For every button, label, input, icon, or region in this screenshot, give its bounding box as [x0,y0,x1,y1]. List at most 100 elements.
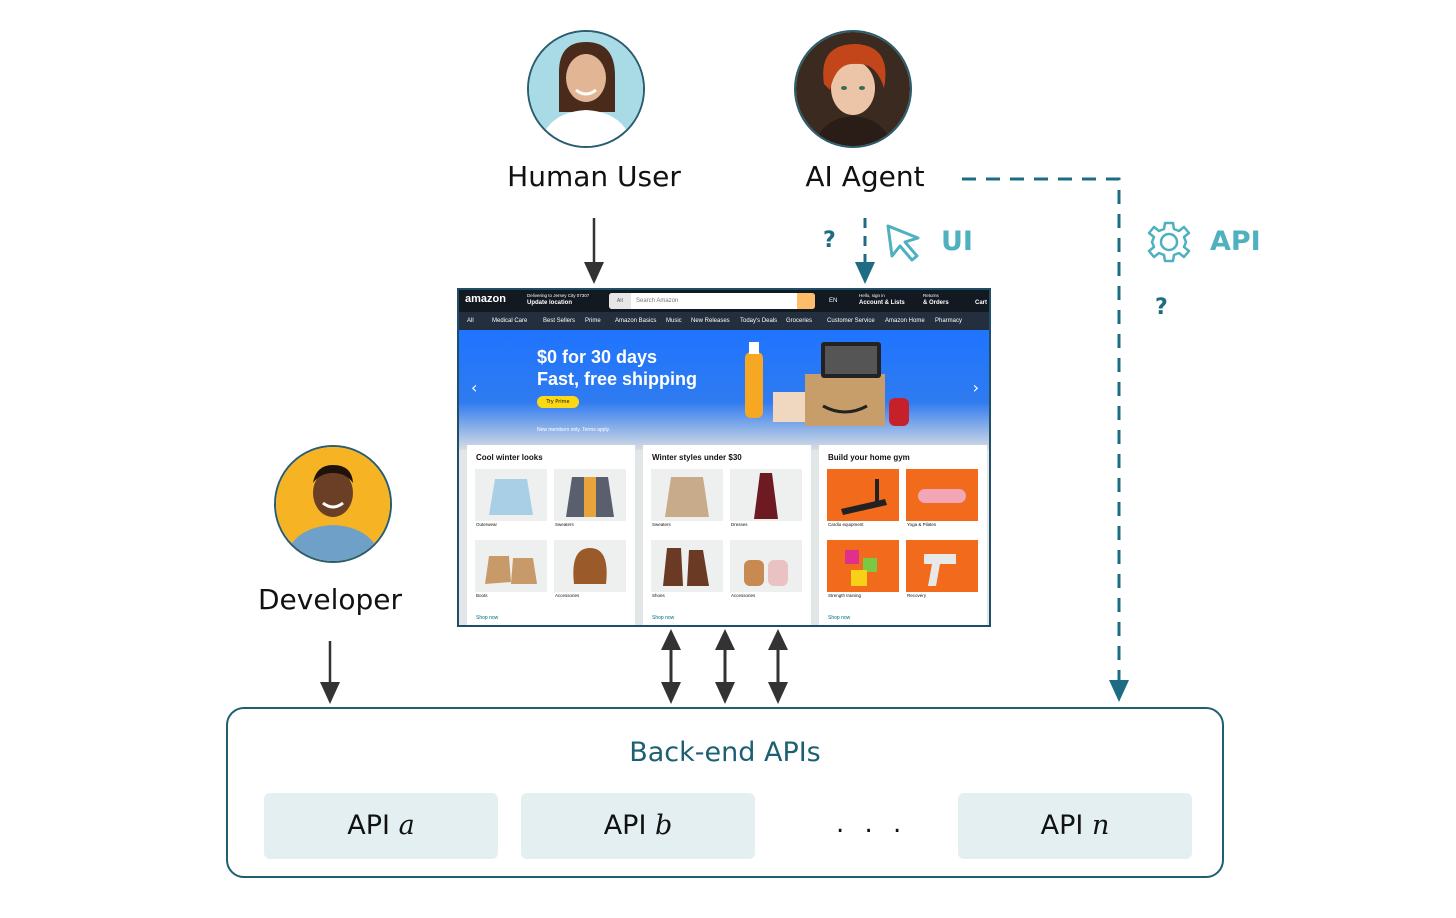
api-letter: a [398,810,415,841]
agent-to-ui-dashed-arrow [855,218,875,284]
hero-products-illustration [745,342,909,426]
deliver-line1: Delivering to Jersey City 07307 [527,293,590,298]
tile-label[interactable]: Shoes [652,593,665,598]
amazon-logo: amazon [465,293,506,305]
prime-hero-banner[interactable]: ‹ › $0 for 30 days Fast, free shipping T… [459,330,989,450]
tile-label[interactable]: Recovery [907,593,927,598]
tile-boots-image[interactable] [475,540,547,592]
nav-item[interactable]: Customer Service [827,318,875,324]
search-placeholder[interactable]: Search Amazon [636,298,679,304]
account-line1[interactable]: Hello, sign in [859,293,885,298]
tile-label[interactable]: Strength training [828,593,862,598]
api-ellipsis: . . . [836,809,908,839]
ai-agent-avatar [794,30,912,148]
tile-label[interactable]: Accessories [731,593,756,598]
tile-yoga-image[interactable] [906,469,978,521]
api-question-mark: ? [1155,295,1168,320]
tile-label[interactable]: Sweaters [555,522,574,527]
nav-item[interactable]: Best Sellers [543,318,576,324]
ui-question-mark: ? [823,228,836,253]
api-b-box: API b [521,793,755,859]
shop-now-link[interactable]: Shop now [476,615,499,621]
ui-backend-bidirectional-arrows [661,629,788,704]
tile-accessories-image[interactable] [730,540,802,592]
developer-label: Developer [257,583,403,616]
tile-label[interactable]: Yoga & Pilates [907,522,937,527]
api-prefix: API [1040,810,1084,841]
card-title: Cool winter looks [476,453,543,462]
ui-mode-label: UI [941,226,973,257]
card-winter-styles[interactable]: Winter styles under $30 Sweaters Dresses… [643,445,811,625]
developer-avatar [274,445,392,563]
nav-item[interactable]: Amazon Basics [615,318,657,324]
tile-label[interactable]: Sweaters [652,522,671,527]
account-line2[interactable]: Account & Lists [859,300,905,306]
api-mode-label: API [1210,226,1261,257]
tile-label[interactable]: Outerwear [476,522,498,527]
carousel-next-icon[interactable]: › [972,378,979,397]
deliver-line2: Update location [527,300,573,306]
amazon-top-bar: amazon Delivering to Jersey City 07307 U… [459,290,989,312]
developer-to-backend-arrow [320,641,340,704]
amazon-nav-bar: All Medical Care Best Sellers Prime Amaz… [459,312,989,330]
amazon-screenshot: amazon Delivering to Jersey City 07307 U… [457,288,991,627]
search-category[interactable]: All [609,293,631,309]
shop-now-link[interactable]: Shop now [828,615,851,621]
nav-item[interactable]: All [467,318,474,324]
nav-item[interactable]: Groceries [786,318,813,324]
human-to-ui-arrow [584,218,604,284]
api-letter: n [1091,810,1110,841]
tile-label[interactable]: Cardio equipment [828,522,864,527]
api-a-box: API a [264,793,498,859]
nav-item[interactable]: Pharmacy [935,318,963,324]
tile-dresses-image[interactable] [730,469,802,521]
ai-agent-label: AI Agent [805,160,925,193]
agent-to-api-dashed-path [962,177,1129,702]
cart-link[interactable]: Cart [975,300,988,306]
returns-line2[interactable]: & Orders [923,300,949,306]
tile-outerwear-image[interactable] [475,469,547,521]
hero-line2: Fast, free shipping [537,369,698,389]
tile-label[interactable]: Dresses [731,522,748,527]
search-button[interactable] [797,293,815,309]
card-title: Build your home gym [828,453,910,462]
nav-item[interactable]: Music [666,318,682,324]
tile-cardio-image[interactable] [827,469,899,521]
tile-strength-image[interactable] [827,540,899,592]
nav-item[interactable]: Amazon Home [885,318,925,324]
tile-sweaters-image[interactable] [554,469,626,521]
hero-line1: $0 for 30 days [537,347,658,367]
nav-item[interactable]: Medical Care [492,318,528,324]
human-user-label: Human User [507,160,681,193]
tile-sweaters-image[interactable] [651,469,723,521]
gear-icon [1147,221,1191,263]
tile-label[interactable]: Boots [476,593,488,598]
shop-now-link[interactable]: Shop now [652,615,675,621]
language-selector[interactable]: EN [829,298,838,304]
amazon-search-bar[interactable]: All Search Amazon [609,293,815,309]
nav-item[interactable]: New Releases [691,318,730,324]
returns-line1[interactable]: Returns [923,293,939,298]
hero-note: New members only. Terms apply. [537,427,611,433]
tile-shoes-image[interactable] [651,540,723,592]
card-home-gym[interactable]: Build your home gym Cardio equipment Yog… [819,445,987,625]
api-n-box: API n [958,793,1192,859]
backend-apis-container: Back-end APIs API a API b . . . API n [226,707,1224,878]
try-prime-button[interactable]: Try Prime [537,396,579,408]
nav-item[interactable]: Prime [585,318,601,324]
api-prefix: API [347,810,390,841]
tile-label[interactable]: Accessories [555,593,580,598]
hero-title: $0 for 30 days Fast, free shipping [537,346,697,390]
tile-recovery-image[interactable] [906,540,978,592]
backend-title: Back-end APIs [629,737,821,768]
cursor-icon [886,224,920,262]
api-prefix: API [603,810,647,841]
nav-item[interactable]: Today's Deals [740,318,778,324]
card-title: Winter styles under $30 [652,453,742,462]
carousel-prev-icon[interactable]: ‹ [471,378,478,397]
tile-accessories-image[interactable] [554,540,626,592]
api-letter: b [655,810,673,841]
human-user-avatar [527,30,645,148]
card-cool-winter-looks[interactable]: Cool winter looks Outerwear Sweaters Boo… [467,445,635,625]
